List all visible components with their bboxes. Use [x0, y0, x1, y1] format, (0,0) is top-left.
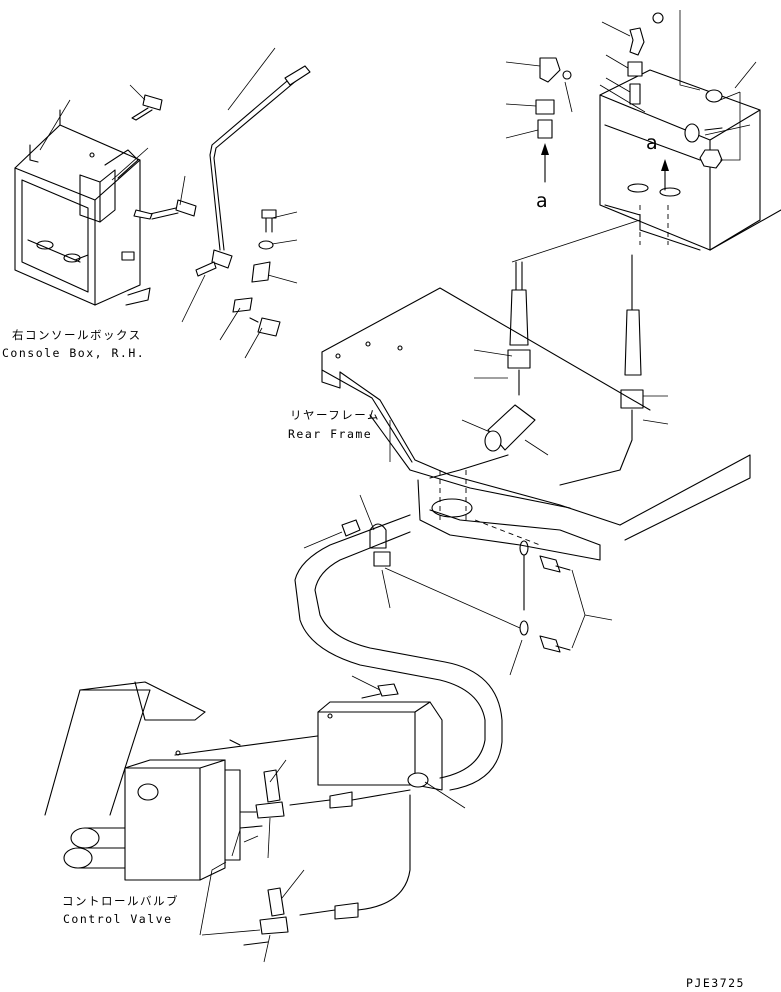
view-mark-label: a: [646, 132, 658, 154]
control-valve-en-label: Control Valve: [63, 912, 173, 926]
fittings: [535, 12, 664, 139]
control-cable-loop: [294, 514, 503, 791]
wire-rods: [384, 540, 613, 676]
cable-ends-lower: [199, 759, 411, 963]
control-valve: [44, 681, 331, 881]
view-mark-label: a: [536, 190, 548, 212]
bolt: [133, 199, 197, 220]
leader-lines-bracket: [505, 10, 757, 161]
control-valve-jp-label: コントロールバルブ: [62, 894, 179, 908]
leader-lines-cables: [461, 349, 669, 456]
leader-lines-console: [39, 47, 298, 359]
rear-frame: [321, 287, 751, 561]
bolt: [131, 94, 163, 121]
console-box-jp-label: 右コンソールボックス: [12, 328, 142, 342]
drawing-number: PJE3725: [686, 976, 745, 990]
small-parts: [195, 209, 281, 337]
rear-frame-en-label: Rear Frame: [288, 427, 373, 441]
console-box-rh: [14, 109, 151, 306]
control-cables-upper: [429, 219, 644, 486]
up-arrow-icon: [661, 159, 669, 191]
bracket-assembly: [599, 69, 781, 251]
shift-lever: [209, 65, 311, 269]
up-arrow-icon: [541, 143, 549, 183]
cable-clamp: [303, 494, 391, 609]
cable-bracket-box: [317, 675, 466, 809]
console-box-en-label: Console Box, R.H.: [2, 346, 146, 360]
rear-frame-jp-label: リヤーフレーム: [290, 408, 380, 422]
